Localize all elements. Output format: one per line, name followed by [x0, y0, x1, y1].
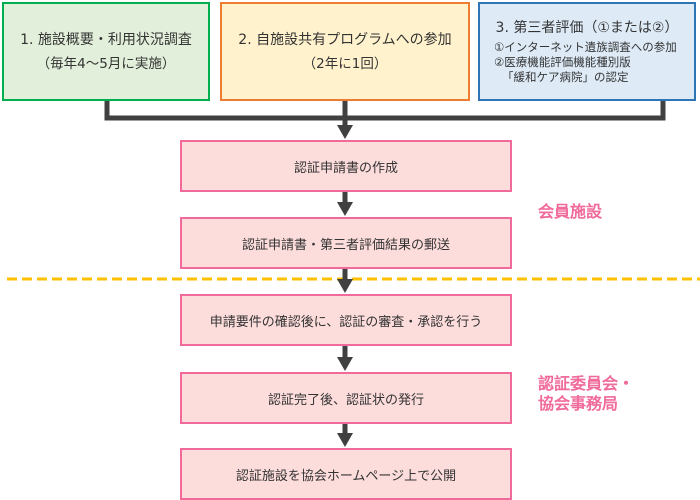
step-publish-homepage: 認証施設を協会ホームページ上で公開: [180, 448, 512, 500]
self-program-box: 2. 自施設共有プログラムへの参加 （2年に1回）: [220, 2, 470, 101]
arrow-head-3: [337, 279, 353, 293]
evaluation-option-2: ②医療機能評価機能種別版: [494, 55, 631, 69]
step-mail-application: 認証申請書・第三者評価結果の郵送: [180, 217, 512, 269]
committee-label-line1: 認証委員会・: [538, 374, 635, 393]
member-facility-label: 会員施設: [538, 202, 603, 221]
facility-survey-subtitle: （毎年4～5月に実施）: [36, 55, 176, 72]
evaluation-option-2-detail: 「緩和ケア病院」の認定: [502, 70, 629, 84]
arrow-head-1: [337, 125, 353, 139]
step-issue-certificate: 認証完了後、認証状の発行: [180, 372, 512, 424]
arrow-head-4: [337, 357, 353, 371]
third-party-evaluation-title: 3. 第三者評価（①または②）: [495, 20, 679, 36]
facility-survey-box: 1. 施設概要・利用状況調査 （毎年4～5月に実施）: [2, 2, 210, 101]
committee-label: 認証委員会・ 協会事務局: [538, 374, 634, 414]
committee-label-line2: 協会事務局: [538, 394, 619, 413]
merge-connector: [104, 101, 666, 121]
third-party-evaluation-box: 3. 第三者評価（①または②） ①インターネット遺族調査への参加 ②医療機能評価…: [478, 2, 696, 101]
self-program-title: 2. 自施設共有プログラムへの参加: [238, 31, 452, 48]
step-review-approval: 申請要件の確認後に、認証の審査・承認を行う: [180, 294, 512, 346]
step-create-application: 認証申請書の作成: [180, 140, 512, 192]
self-program-subtitle: （2年に1回）: [302, 55, 388, 72]
evaluation-option-1: ①インターネット遺族調査への参加: [494, 40, 677, 54]
arrow-head-2: [337, 202, 353, 216]
facility-survey-title: 1. 施設概要・利用状況調査: [20, 31, 192, 48]
arrow-head-5: [337, 433, 353, 447]
